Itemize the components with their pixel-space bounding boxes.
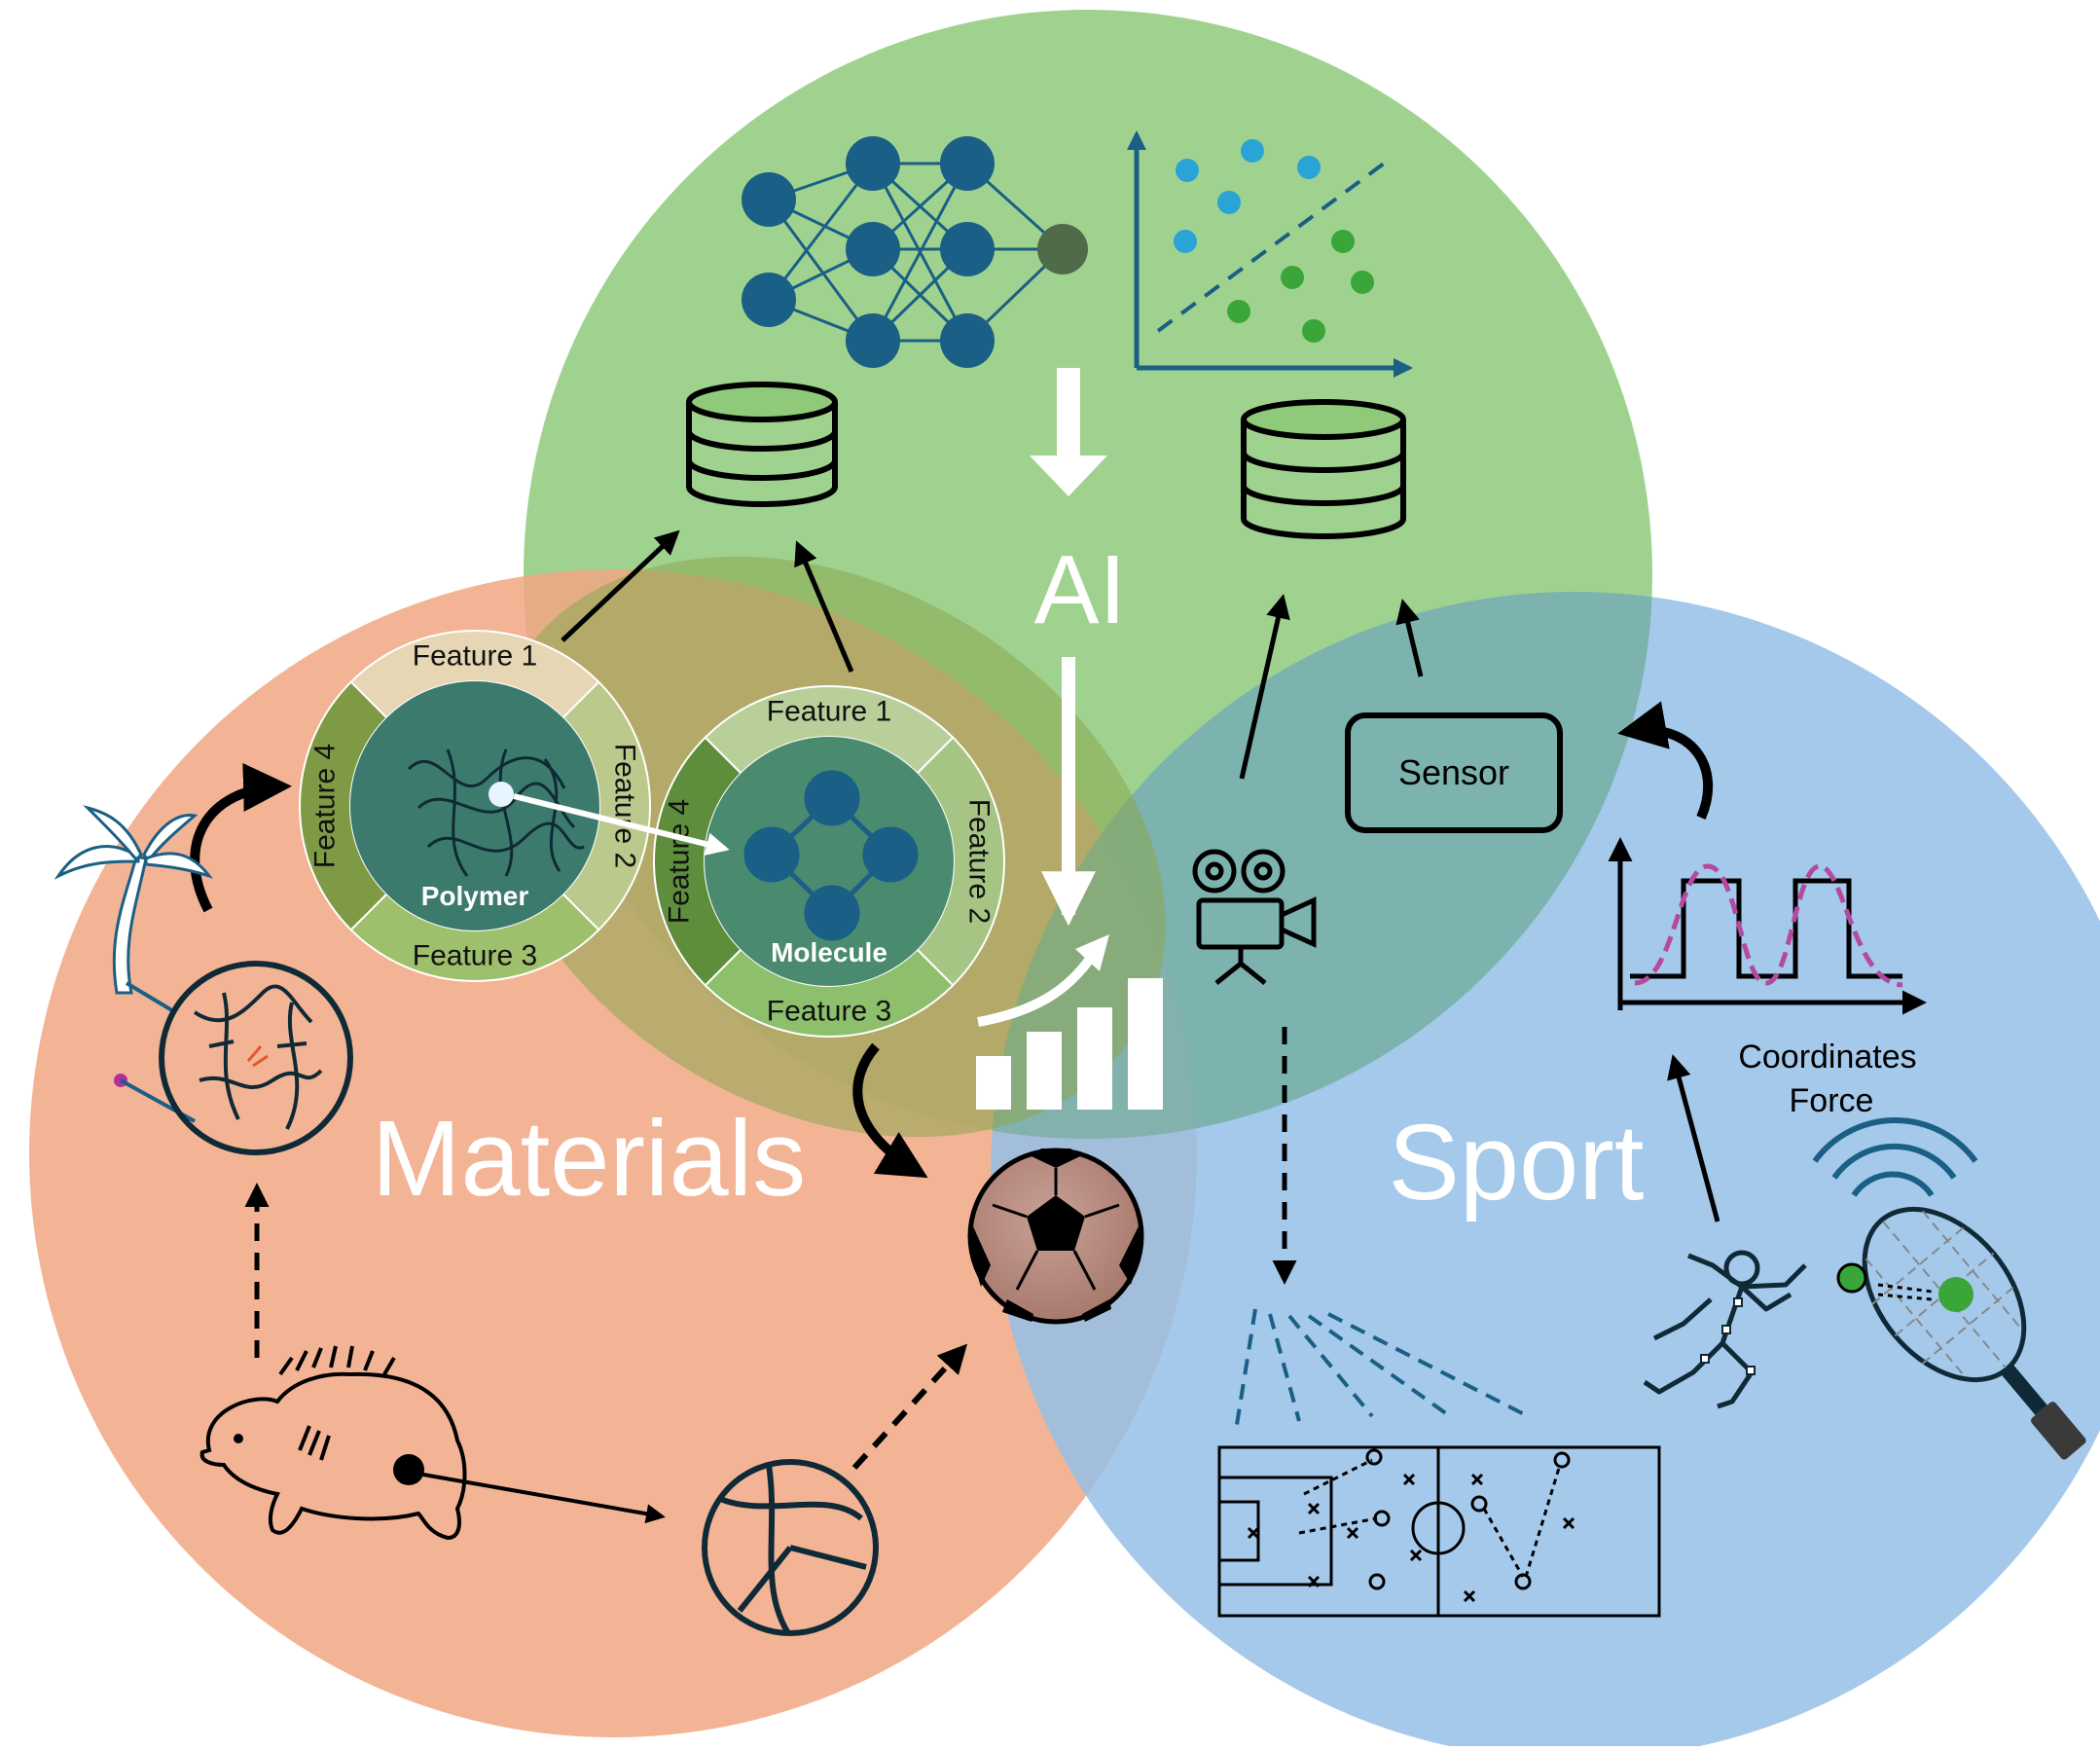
nn-edge [767,163,875,301]
soccer-field-icon [1217,1445,1661,1618]
opponent-marker [1409,1549,1423,1562]
molecule-graph-icon [743,770,919,941]
boar-sample-dot [393,1454,424,1485]
boar-icon [199,1345,467,1541]
player-marker [1365,1448,1383,1466]
sensor-signal-chart-icon [1608,837,1927,1015]
polymer-network-icon [407,748,585,877]
scatter-point-green [1302,319,1325,343]
opponent-marker [1470,1473,1484,1486]
runner-markers [1700,1297,1756,1375]
sport-label: Sport [1389,1103,1645,1222]
nn-node [742,273,796,327]
opponent-marker [1346,1526,1359,1540]
pass-line [1298,1516,1378,1535]
runner-icon [1643,1250,1807,1409]
ai-label: AI [1034,535,1126,644]
scatter-point-green [1351,271,1374,294]
opponent-marker [1307,1502,1321,1515]
nn-node [940,136,995,191]
polymer-label: Polymer [421,881,529,911]
molecule-segment [653,736,742,987]
scatter-point-blue [1217,191,1241,214]
polymer-node [489,782,514,807]
nn-edge [767,199,875,342]
polymer-feature-ring: Feature 1 Feature 2 Feature 3 Feature 4 [299,630,651,982]
scatter-plot-icon [1127,130,1413,378]
database-icon [686,382,838,507]
scatter-point-blue [1176,159,1199,182]
sensor-box: Sensor [1345,712,1563,833]
nn-node [940,313,995,368]
scatter-point-green [1281,266,1304,289]
nn-node [940,222,995,276]
palm-tree-icon [54,805,214,1014]
polymer-feature-label: Feature 2 [609,744,641,868]
volleyball-icon [702,1459,879,1636]
nn-node [742,172,796,227]
polymer-core [350,681,599,930]
scatter-point-blue [1174,230,1197,253]
scatter-point-green [1331,230,1355,253]
opponent-marker [1247,1526,1260,1540]
neural-network-icon [742,136,1088,368]
polymer-segment [299,680,388,931]
soccer-ball-icon [967,1148,1144,1325]
opponent-marker [1402,1473,1416,1486]
pass-line [1482,1508,1525,1578]
molecule-feature-label: Feature 1 [767,696,891,728]
molecule-core [705,737,954,986]
molecule-feature-label: Feature 3 [767,996,891,1028]
force-label: Force [1790,1082,1874,1119]
polymer-feature-label: Feature 4 [309,744,342,868]
molecule-feature-ring: Feature 1 Feature 2 Feature 3 Feature 4 [653,685,1005,1039]
database-icon-2 [1241,399,1406,539]
camera-rays [1234,1308,1529,1432]
sensor-label: Sensor [1398,752,1509,792]
down-arrow-icon [1030,368,1107,496]
ai-sport-overlap [991,592,1652,1139]
molecule-label: Molecule [771,937,887,967]
player-marker [1368,1573,1386,1590]
scatter-point-blue [1241,139,1264,163]
pass-line [1524,1464,1562,1578]
scatter-point-blue [1297,156,1321,179]
scatter-point-green [1227,300,1250,323]
polymer-feature-label: Feature 1 [413,640,537,673]
polymer-zoom-icon [159,961,353,1155]
polymer-feature-label: Feature 3 [413,940,537,972]
coordinates-label: Coordinates [1738,1039,1916,1076]
nn-edge [871,163,969,342]
nn-node [846,136,900,191]
materials-label: Materials [372,1099,806,1219]
tennis-racket-icon [1812,1117,2086,1460]
player-marker [1553,1451,1571,1469]
player-marker [1470,1495,1488,1513]
molecule-feature-label: Feature 2 [963,799,996,924]
opponent-marker [1463,1589,1476,1603]
pass-line [1303,1458,1373,1496]
video-camera-icon [1192,849,1317,985]
opponent-marker [1562,1516,1575,1530]
nn-node [846,222,900,276]
growth-chart-icon [976,934,1163,1110]
molecule-feature-label: Feature 4 [664,799,696,924]
nn-node [846,313,900,368]
opponent-marker [1307,1575,1321,1588]
nn-node [1037,224,1088,274]
